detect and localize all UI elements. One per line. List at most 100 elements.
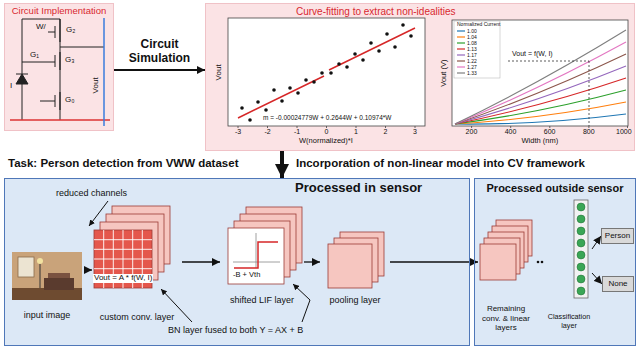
annotation: BN layer fused to both Y = AX + B [168, 326, 303, 336]
circuit-schematic [59, 92, 61, 110]
class-name: Person [604, 231, 631, 240]
legend-line [457, 66, 465, 67]
legend: 1.001.041.081.131.171.221.271.33 [457, 28, 477, 76]
line-plot [589, 61, 590, 126]
tick-label: -3 [235, 128, 241, 136]
axis-title: Vout (V) [440, 60, 448, 87]
scatter-plot [320, 71, 324, 75]
layer-stack: Remaining conv. & linear layers [478, 212, 534, 332]
scatter-plot [409, 34, 413, 38]
line-plot [452, 20, 628, 126]
scatter-plot [238, 28, 415, 118]
legend-line [457, 30, 465, 31]
conv-layer-stack [94, 239, 152, 240]
scatter-plot [264, 108, 268, 112]
leader-line [89, 201, 108, 226]
lif-layer-stack [228, 207, 302, 284]
legend-line [457, 42, 465, 43]
output-box: None [602, 276, 634, 292]
tick-label: 800 [583, 128, 595, 136]
connector-arrow [592, 236, 601, 249]
layer-stack: pooling layer [320, 228, 390, 305]
legend-line [457, 72, 465, 73]
section-title: Incorporation of non-linear model into C… [296, 157, 585, 170]
gate-label: G₀ [65, 96, 75, 105]
gate-label: W/ [36, 23, 46, 32]
annotation: reduced channels [56, 189, 127, 199]
lif-layer-stack [228, 228, 284, 284]
panel-fill [4, 3, 114, 131]
legend-line [457, 65, 466, 69]
scatter-plot [238, 126, 415, 128]
connector-arrow [390, 261, 478, 262]
legend-line [457, 29, 466, 33]
scatter-plot [361, 58, 365, 62]
legend-line [457, 53, 466, 57]
tick-label: -2 [265, 128, 271, 136]
legend-text: 1.13 [467, 46, 477, 52]
panel-heading: Curve-fitting to extract non-idealities [296, 6, 630, 18]
circuit-schematic [22, 19, 23, 74]
panel-fill [474, 178, 636, 346]
legend-line [457, 35, 466, 39]
scatter-plot [248, 118, 252, 122]
connector-arrow [280, 151, 284, 178]
gate-label: G₂ [66, 26, 75, 35]
legend-text: 1.08 [467, 40, 477, 46]
section-heading: Processed in sensor [295, 181, 465, 196]
scatter-plot [337, 62, 341, 66]
remaining-layer-stack [480, 244, 516, 280]
output-box: Person [601, 228, 634, 244]
class-name: None [605, 279, 631, 288]
connector-arrow [304, 261, 320, 262]
legend-text: 1.00 [467, 28, 477, 34]
legend-line [457, 71, 466, 75]
task-title: Task: Person detection from VWW dataset [8, 157, 238, 170]
image-block: input image [10, 248, 84, 320]
layer-stack: custom conv. layer [92, 202, 182, 322]
circuit-schematic [22, 19, 60, 20]
legend-entry: 1.17 [457, 52, 477, 58]
circuit-schematic [59, 52, 61, 70]
scatter-plot [393, 45, 397, 49]
circuit-schematic [16, 74, 28, 84]
circuit-schematic [103, 18, 105, 126]
legend-text: 1.27 [467, 64, 477, 70]
line-plot [508, 61, 589, 62]
circuit-schematic [10, 119, 110, 121]
input-photo [40, 262, 41, 288]
caption: Classification layer [546, 313, 592, 330]
scatter-plot [356, 126, 357, 128]
tick-label: 0 [325, 128, 329, 136]
caption: pooling layer [320, 295, 390, 305]
tick-label: 200 [466, 128, 478, 136]
legend-text: 1.22 [467, 58, 477, 64]
classification-bar [577, 203, 585, 211]
legend-entry: 1.22 [457, 58, 477, 64]
conv-layer-stack [94, 268, 152, 269]
legend-line [457, 60, 465, 61]
scatter-plot [228, 18, 425, 128]
scatter-plot [401, 23, 405, 27]
circuit-schematic [40, 101, 55, 102]
section-box: Processed in sensor input imagecustom con… [4, 178, 470, 346]
legend-entry: 1.27 [457, 64, 477, 70]
scatter-plot [297, 126, 298, 128]
gate-label: G₁ [30, 51, 39, 60]
classification-bar [574, 200, 588, 298]
scatter-plot [280, 99, 284, 103]
circuit-schematic [22, 62, 55, 63]
ellipsis-dots [537, 261, 544, 264]
scatter-plot [385, 126, 386, 128]
probe-label: Vout [92, 77, 101, 93]
panel-fill [4, 3, 636, 346]
remaining-layer-stack [480, 220, 532, 280]
input-photo [44, 278, 74, 290]
classification-bar [577, 263, 585, 271]
layer-stack: shifted LIF layer [220, 205, 304, 305]
tick-label: -1 [294, 128, 300, 136]
lif-layer-stack [256, 233, 257, 268]
classification-bar [577, 215, 585, 223]
ellipsis-dots [541, 261, 544, 264]
